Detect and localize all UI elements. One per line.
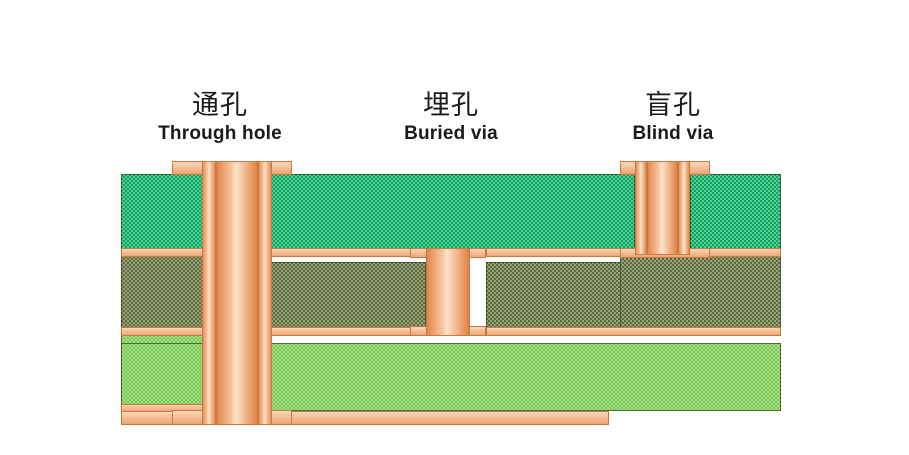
inner-copper-foil-1-center [271,248,486,257]
label-blind-via-en: Blind via [632,123,714,145]
label-buried-via: 埋孔 Buried via [356,90,546,145]
through-hole-plating-right [258,161,272,425]
inner-copper-foil-2-center [271,327,486,336]
label-through-hole-cn: 通孔 [192,90,248,121]
label-blind-via: 盲孔 Blind via [578,90,768,145]
dielectric-layer-1-center [271,174,635,256]
dielectric-layer-2-center-left [271,262,426,329]
label-through-hole-en: Through hole [158,123,282,145]
through-hole-barrel [216,161,258,425]
buried-via-barrel [426,248,470,336]
inner-copper-foil-1-left [121,248,217,257]
label-blind-via-cn: 盲孔 [645,90,701,121]
through-hole-plating-left [202,161,216,425]
bottom-copper-foil-step [121,404,217,412]
label-buried-via-cn: 埋孔 [423,90,479,121]
blind-via-barrel [647,161,678,255]
dielectric-layer-2-right [620,256,781,335]
dielectric-layer-1-right [690,174,781,256]
dielectric-layer-2-left [121,256,217,335]
inner-copper-foil-2-right [486,327,781,336]
label-buried-via-en: Buried via [404,123,498,145]
dielectric-layer-1-left [121,174,217,256]
inner-copper-foil-2-left [121,327,217,336]
label-through-hole: 通孔 Through hole [120,90,320,145]
blind-via-plating-left [635,161,647,255]
blind-via-plating-right [678,161,690,255]
